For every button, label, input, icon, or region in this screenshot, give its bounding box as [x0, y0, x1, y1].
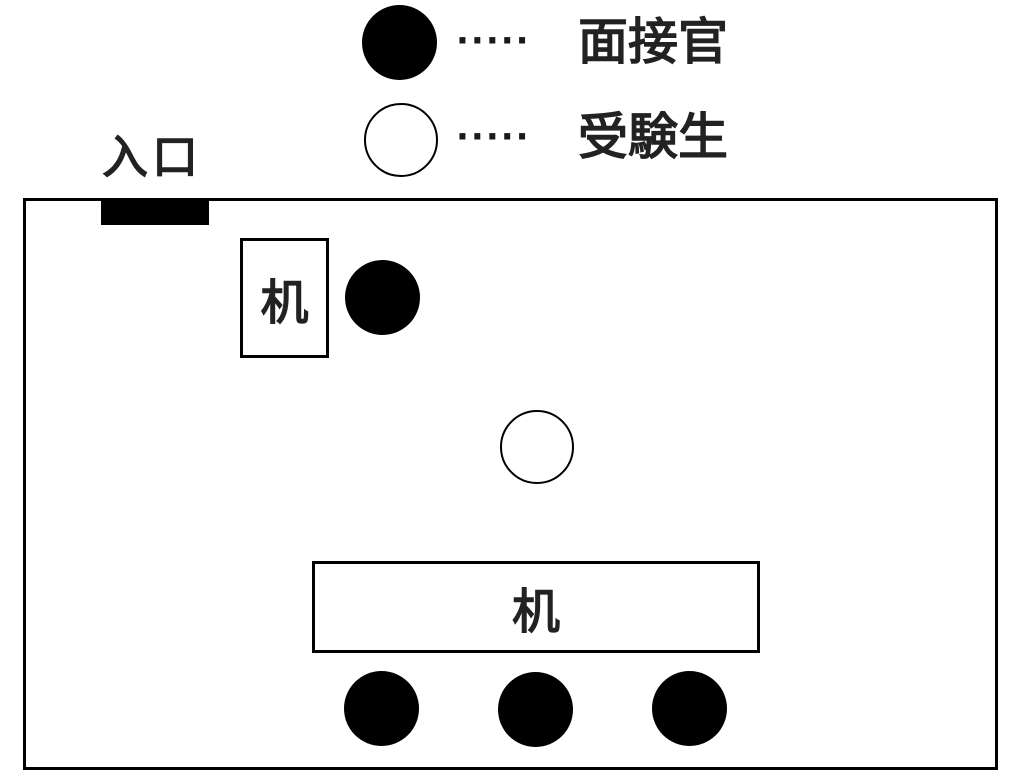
legend-candidate-symbol-icon	[364, 103, 438, 177]
desk-upper-left: 机	[240, 238, 329, 358]
legend-interviewer-label: 面接官	[578, 13, 728, 71]
interviewer-bottom-left-icon	[344, 671, 419, 746]
entrance-door	[101, 199, 209, 225]
entrance-label: 入口	[102, 130, 202, 184]
desk-upper-left-label: 机	[260, 275, 309, 331]
desk-bottom-label: 机	[511, 584, 560, 640]
legend-interviewer-separator: ·····	[456, 21, 531, 61]
interviewer-bottom-center-icon	[498, 672, 573, 747]
legend-candidate-separator: ·····	[456, 117, 531, 157]
desk-bottom: 机	[312, 561, 760, 653]
candidate-icon	[500, 410, 574, 484]
interviewer-bottom-right-icon	[652, 671, 727, 746]
legend-interviewer-symbol-icon	[362, 5, 437, 80]
interviewer-near-entrance-icon	[345, 260, 420, 335]
legend-candidate-label: 受験生	[578, 108, 728, 166]
